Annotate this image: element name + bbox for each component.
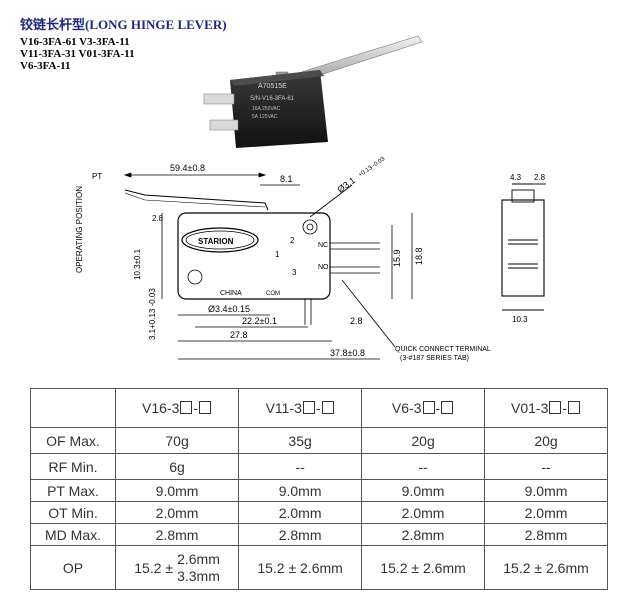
model-line: V6-3FA-11: [20, 60, 71, 72]
label-china: CHINA: [220, 290, 242, 297]
table-row: RF Min. 6g -- -- --: [30, 453, 608, 480]
table-row: PT Max. 9.0mm 9.0mm 9.0mm 9.0mm: [30, 479, 608, 502]
table-cell: 9.0mm: [361, 479, 486, 502]
op-base: 15.2 ±: [134, 559, 174, 576]
col-header: V11-3-: [238, 388, 363, 428]
table-header-row: V16-3- V11-3- V6-3- V01-3-: [30, 388, 608, 428]
dim-159: 15.9: [392, 249, 402, 267]
table-row-op: OP 15.2 ± 2.6mm 3.3mm 15.2 ± 2.6mm 15.2 …: [30, 545, 608, 590]
col-header: V16-3-: [114, 388, 240, 428]
dim-222: 22.2±0.1: [242, 316, 277, 326]
table-cell: 2.0mm: [238, 501, 363, 524]
dim-28-top: 2.8: [152, 214, 164, 223]
dim-81: 8.1: [280, 174, 293, 184]
dim-278: 27.8: [230, 330, 248, 340]
photo-text: A70515E: [258, 83, 287, 90]
table-cell: 20g: [361, 427, 486, 454]
dim-length: 59.4±0.8: [170, 163, 205, 173]
switch-photo: A70515E S/N-V16-3FA-61 16A 250VAC 5A 125…: [203, 35, 423, 148]
terminal-2: 2: [290, 236, 295, 245]
dim-31: 3.1+0.13 -0.03: [148, 288, 157, 340]
row-label: PT Max.: [30, 479, 116, 502]
photo-text: 16A 250VAC: [252, 106, 281, 112]
table-cell: 2.0mm: [484, 501, 608, 524]
table-cell: 35g: [238, 427, 363, 454]
table-cell: 2.8mm: [361, 523, 486, 546]
label-com: COM: [266, 291, 280, 297]
op-lower: 3.3mm: [177, 567, 220, 584]
table-cell: --: [484, 453, 608, 480]
col-header: V01-3-: [484, 388, 608, 428]
terminal-1: 1: [275, 250, 280, 259]
side-dim-43: 4.3: [510, 173, 522, 182]
qc-note: (3-#187 SERIES TAB): [400, 355, 469, 362]
table-cell: 9.0mm: [114, 479, 240, 502]
brand-logo: STARION: [198, 237, 234, 246]
row-label: RF Min.: [30, 453, 116, 480]
dim-188: 18.8: [414, 247, 424, 265]
row-label: OF Max.: [30, 427, 116, 454]
table-cell: 20g: [484, 427, 608, 454]
model-list: V16-3FA-61 V3-3FA-11 V11-3FA-31 V01-3FA-…: [20, 36, 135, 72]
row-label: OT Min.: [30, 501, 116, 524]
label-no: NO: [318, 264, 329, 271]
table-cell: --: [361, 453, 486, 480]
model-line: V16-3FA-61 V3-3FA-11: [20, 36, 130, 48]
dim-op-pos: OPERATING POSITION: [75, 186, 84, 273]
table-cell: 9.0mm: [484, 479, 608, 502]
terminal-3: 3: [292, 268, 297, 277]
table-cell: --: [238, 453, 363, 480]
col-header: V6-3-: [361, 388, 486, 428]
table-cell: 70g: [114, 427, 240, 454]
table-cell: 2.0mm: [114, 501, 240, 524]
side-dim-28: 2.8: [534, 173, 546, 182]
dimension-drawing: 59.4±0.8 PT 8.1 Ø3.1 +0.13 -0.03 STARION…: [75, 156, 491, 362]
qc-note: QUICK CONNECT TERMINAL: [395, 346, 491, 353]
side-dim-103: 10.3: [512, 315, 528, 324]
row-label: OP: [30, 545, 116, 590]
table-cell: 2.8mm: [114, 523, 240, 546]
label-nc: NC: [318, 242, 328, 249]
model-line: V11-3FA-31 V01-3FA-11: [20, 48, 135, 60]
table-cell: 15.2 ± 2.6mm 3.3mm: [114, 545, 240, 590]
dim-pt: PT: [92, 172, 102, 181]
specs-table: V16-3- V11-3- V6-3- V01-3- OF Max. 70g 3…: [30, 388, 608, 590]
table-cell: 6g: [114, 453, 240, 480]
page-title: 铰链长杆型(LONG HINGE LEVER): [20, 17, 227, 32]
side-view-drawing: 4.3 2.8 10.3: [501, 173, 546, 324]
op-upper: 2.6mm: [177, 550, 220, 567]
dim-hole-tol: +0.13 -0.03: [358, 156, 387, 179]
table-cell: 15.2 ± 2.6mm: [238, 545, 363, 590]
row-label: MD Max.: [30, 523, 116, 546]
photo-text: 5A 125VAC: [252, 114, 278, 120]
table-cell: 2.8mm: [484, 523, 608, 546]
table-cell: 15.2 ± 2.6mm: [484, 545, 608, 590]
table-cell: 15.2 ± 2.6mm: [361, 545, 486, 590]
table-cell: 9.0mm: [238, 479, 363, 502]
dim-28-bottom: 2.8: [350, 316, 363, 326]
table-row: OF Max. 70g 35g 20g 20g: [30, 427, 608, 454]
dim-hole: Ø3.1: [335, 175, 357, 194]
table-cell: 2.0mm: [361, 501, 486, 524]
photo-text: S/N-V16-3FA-61: [250, 96, 295, 102]
table-row: MD Max. 2.8mm 2.8mm 2.8mm 2.8mm: [30, 523, 608, 546]
dim-103: 10.3±0.1: [133, 248, 142, 280]
table-row: OT Min. 2.0mm 2.0mm 2.0mm 2.0mm: [30, 501, 608, 524]
table-cell: 2.8mm: [238, 523, 363, 546]
table-corner: [30, 388, 116, 428]
dim-378: 37.8±0.8: [330, 348, 365, 358]
dim-34: Ø3.4±0.15: [208, 304, 250, 314]
